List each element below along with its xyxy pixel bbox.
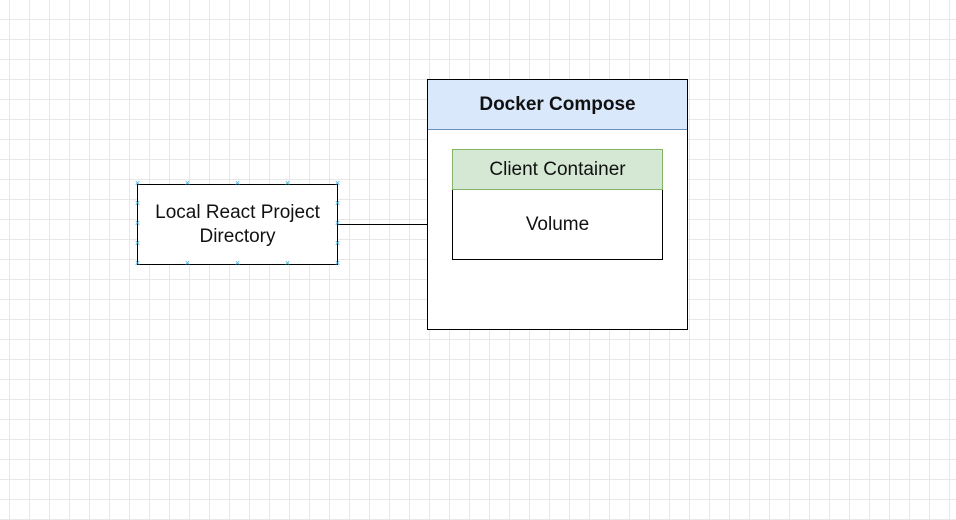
resize-handle-icon[interactable]: ×	[234, 178, 241, 188]
resize-handle-icon[interactable]: ×	[134, 238, 141, 248]
docker-compose-title: Docker Compose	[479, 93, 636, 115]
resize-handle-icon[interactable]: ×	[334, 218, 341, 228]
resize-handle-icon[interactable]: ×	[234, 258, 241, 268]
resize-handle-icon[interactable]: ×	[284, 258, 291, 268]
local-react-project-directory-label: Local React Project Directory	[155, 201, 320, 247]
local-react-project-directory-node[interactable]: Local React Project Directory	[137, 184, 338, 265]
resize-handle-icon[interactable]: ×	[184, 178, 191, 188]
client-container-title: Client Container	[489, 158, 626, 180]
volume-label: Volume	[525, 213, 590, 235]
resize-handle-icon[interactable]: ×	[134, 178, 141, 188]
resize-handle-icon[interactable]: ×	[134, 218, 141, 228]
resize-handle-icon[interactable]: ×	[334, 178, 341, 188]
resize-handle-icon[interactable]: ×	[134, 258, 141, 268]
resize-handle-icon[interactable]: ×	[334, 258, 341, 268]
docker-compose-container[interactable]: Docker Compose Client Container Volume	[427, 79, 688, 330]
resize-handle-icon[interactable]: ×	[334, 198, 341, 208]
resize-handle-icon[interactable]: ×	[334, 238, 341, 248]
client-container-header[interactable]: Client Container	[452, 149, 663, 190]
resize-handle-icon[interactable]: ×	[284, 178, 291, 188]
volume-node[interactable]: Volume	[453, 190, 662, 259]
resize-handle-icon[interactable]: ×	[134, 198, 141, 208]
docker-compose-header[interactable]: Docker Compose	[428, 80, 687, 130]
client-container-node[interactable]: Client Container Volume	[452, 149, 663, 260]
resize-handle-icon[interactable]: ×	[184, 258, 191, 268]
